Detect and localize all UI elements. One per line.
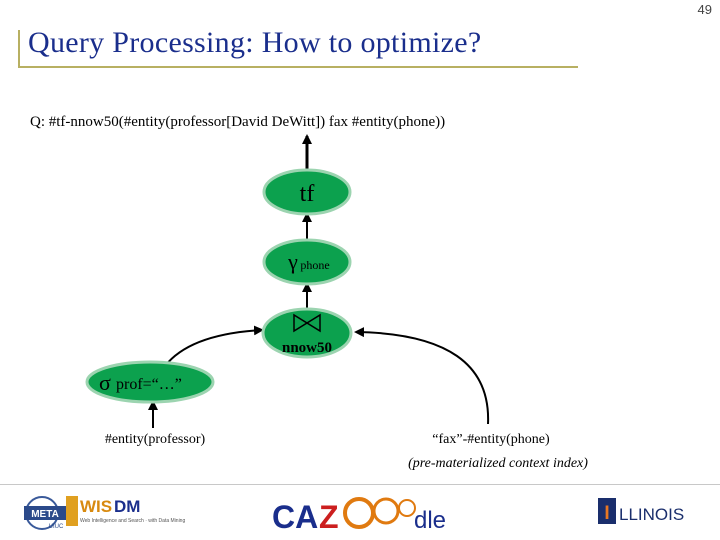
- query-text: Q: #tf-nnow50(#entity(professor[David De…: [30, 114, 446, 130]
- wisdm-logo: WIS DM: [66, 496, 140, 526]
- gamma-symbol: γ: [287, 249, 298, 274]
- wisdm-dm: DM: [114, 497, 140, 516]
- slide-number: 49: [697, 2, 712, 17]
- left-leaf-label: #entity(professor): [105, 432, 206, 447]
- tf-node: tf: [262, 168, 352, 216]
- sigma-symbol: σ: [99, 370, 111, 395]
- edge-sigma-to-join: [164, 325, 264, 367]
- right-leaf-label: “fax”-#entity(phone): [432, 432, 550, 447]
- join-label: nnow50: [282, 340, 332, 356]
- wisdm-tagline: Web Intelligence and Search · with Data …: [80, 518, 185, 524]
- wisdm-wis: WIS: [80, 497, 112, 516]
- gamma-phone-node: γ phone: [262, 238, 352, 286]
- sigma-label: prof=“…”: [116, 376, 182, 393]
- title-accent-bar: [18, 30, 20, 66]
- cazoodle-z: Z: [319, 499, 339, 535]
- title-underline: [18, 66, 578, 68]
- edge-right-leaf-to-join: [354, 327, 490, 425]
- meta-logo-text: META: [31, 509, 59, 520]
- sigma-node: σ prof=“…”: [85, 360, 215, 404]
- illinois-rest: LLINOIS: [619, 505, 684, 524]
- cazoodle-ca: CA: [272, 499, 318, 535]
- slide-title: Query Processing: How to optimize?: [28, 26, 482, 59]
- illinois-i: I: [604, 503, 609, 524]
- illinois-logo: I LLINOIS: [598, 498, 684, 524]
- meta-logo: META UIUC: [24, 496, 66, 530]
- meta-logo-sub: UIUC: [49, 524, 64, 530]
- cazoodle-logo: CA Z dle: [272, 497, 446, 535]
- footer-logos: META UIUC WIS DM Web Intelligence and Se…: [24, 496, 684, 535]
- footer-divider: [0, 484, 720, 485]
- right-leaf-note: (pre-materialized context index): [408, 456, 588, 471]
- tf-node-label: tf: [300, 181, 315, 207]
- join-bowtie-icon: [293, 313, 321, 333]
- cazoodle-dle: dle: [414, 507, 446, 534]
- gamma-subscript: phone: [300, 258, 329, 272]
- join-node: nnow50: [261, 307, 353, 359]
